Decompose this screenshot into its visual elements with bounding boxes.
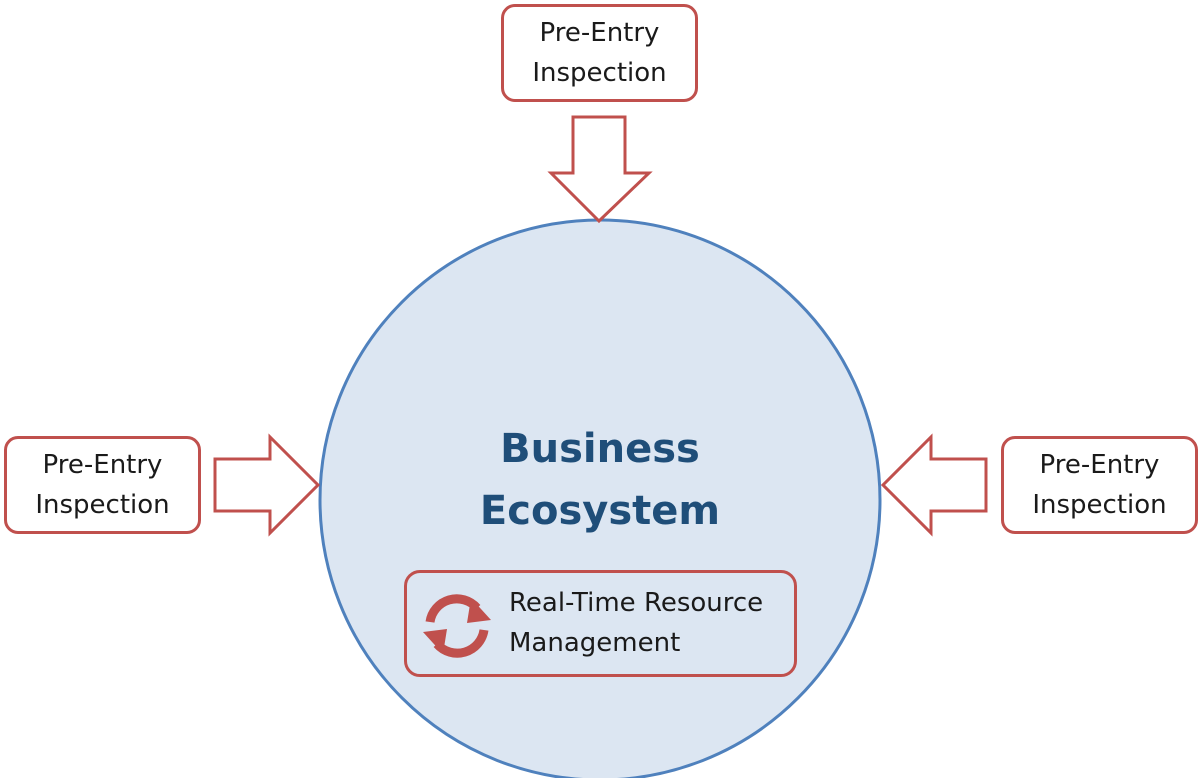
resource-management-line2: Management (509, 628, 681, 658)
resource-management-label: Real-Time Resource Management (509, 583, 763, 663)
pre-entry-inspection-box-left: Pre-Entry Inspection (4, 436, 201, 534)
arrow-left-icon (880, 433, 988, 537)
arrow-right-icon (213, 433, 321, 537)
arrow-down-icon (547, 115, 653, 224)
business-ecosystem-title: Business Ecosystem (430, 418, 770, 542)
title-line2: Ecosystem (479, 488, 721, 534)
box-top-line1: Pre-Entry (539, 18, 660, 48)
box-right-line2: Inspection (1032, 490, 1167, 520)
box-right-line1: Pre-Entry (1039, 450, 1160, 480)
pre-entry-inspection-box-right: Pre-Entry Inspection (1001, 436, 1198, 534)
real-time-resource-management-box: Real-Time Resource Management (404, 570, 797, 677)
pre-entry-inspection-box-top: Pre-Entry Inspection (501, 4, 698, 102)
box-left-line2: Inspection (35, 490, 170, 520)
refresh-cycle-icon (423, 594, 491, 658)
box-left-line1: Pre-Entry (42, 450, 163, 480)
box-top-line2: Inspection (532, 58, 667, 88)
title-line1: Business (500, 426, 700, 472)
resource-management-line1: Real-Time Resource (509, 588, 764, 618)
